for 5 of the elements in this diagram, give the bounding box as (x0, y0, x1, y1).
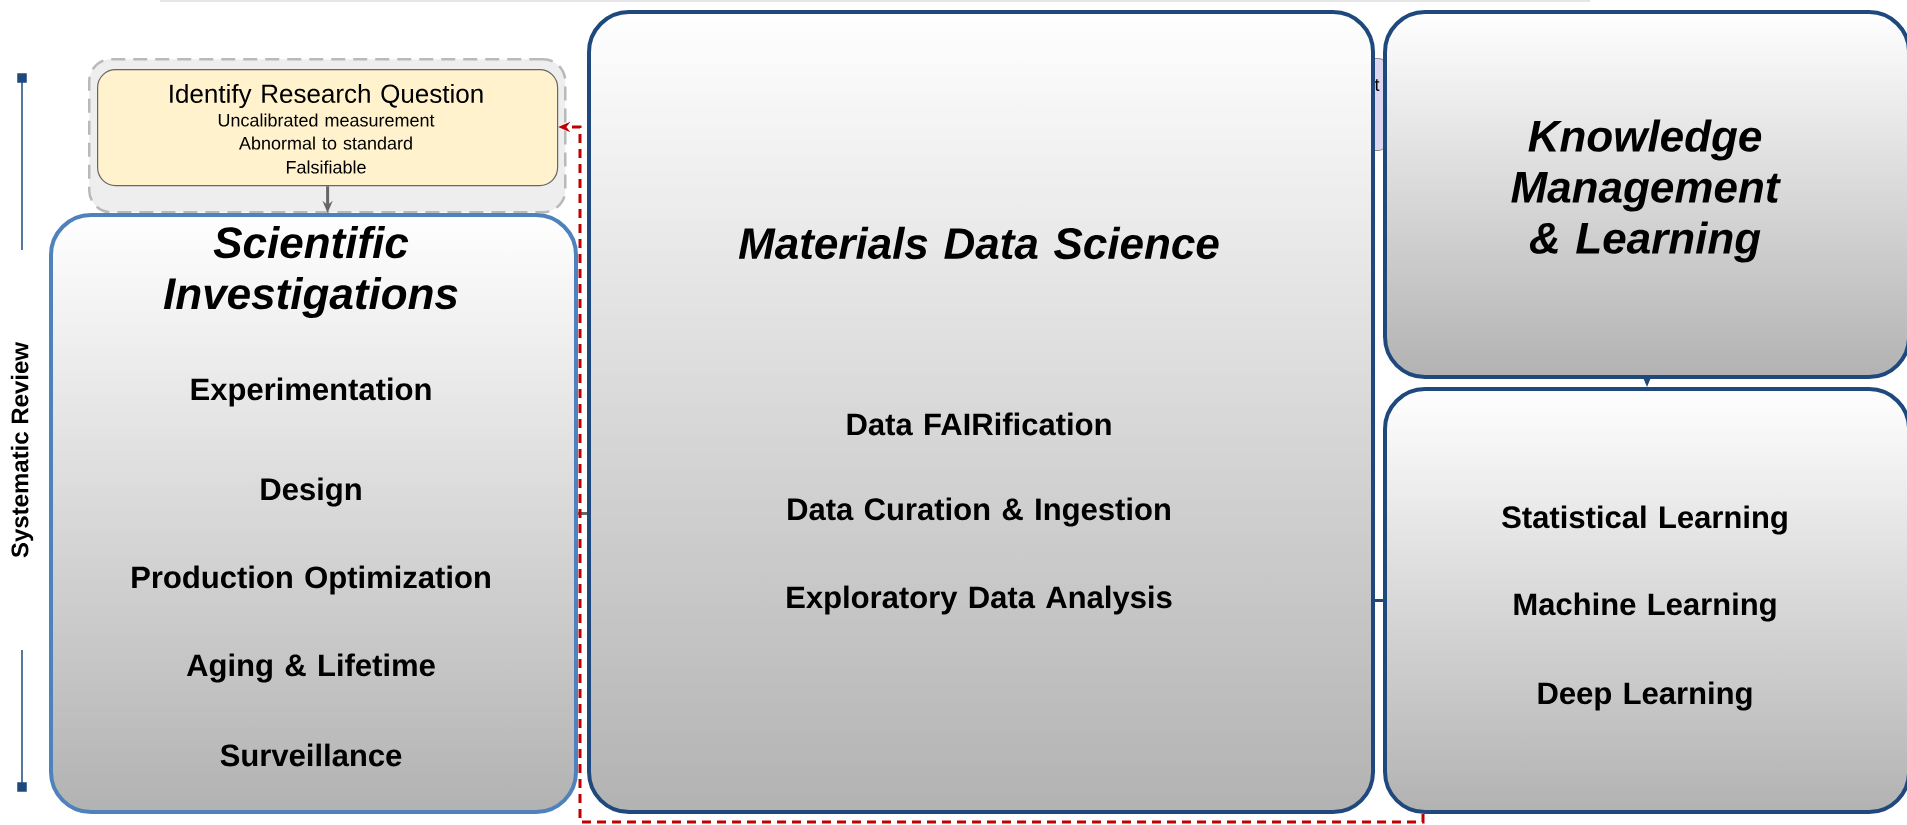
question-box: Identify Research Question Uncalibrated measurement Abnormal to standard Falsifiable (97, 69, 559, 187)
topic-box: Statistical Learning Machine Learning Deep Learning (1383, 387, 1907, 814)
topic-box: Materials Data Science Data FAIRification Data Curation & Ingestion Exploratory Data Analysis (587, 10, 1375, 814)
topic-box: Scientific Investigations Experimentation Design Production Optimization Aging & Lifetime Surveillance (49, 213, 578, 814)
topic-box: Knowledge Management & Learning (1383, 10, 1907, 379)
